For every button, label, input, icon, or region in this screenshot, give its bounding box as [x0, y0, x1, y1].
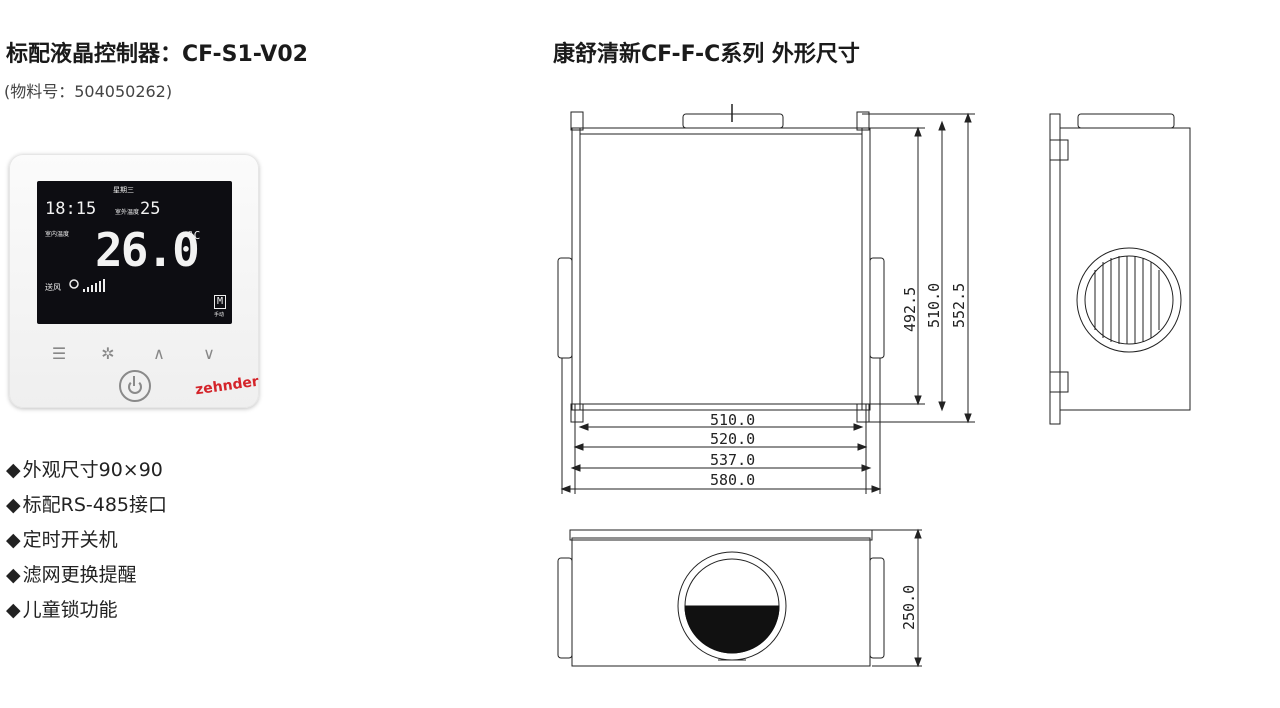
dim-width-520: 520.0	[710, 430, 755, 448]
lcd-screen: 星期三 18:15 室外温度 25 室内温度 26.0 °C 送风 M 手动	[37, 181, 232, 324]
fan-level-icon	[69, 279, 105, 292]
dim-width-580: 580.0	[710, 471, 755, 489]
dimensions-title: 康舒清新CF-F-C系列 外形尺寸	[553, 42, 860, 67]
top-view-drawing	[557, 528, 922, 668]
front-width-dimensions	[560, 423, 882, 493]
feature-item: 定时开关机	[6, 523, 167, 558]
indoor-temp-label: 室内温度	[45, 231, 70, 238]
front-height-dimensions	[862, 112, 975, 424]
dim-depth-250: 250.0	[900, 585, 918, 630]
side-view-drawing	[1049, 113, 1191, 425]
dim-height-552: 552.5	[950, 283, 968, 328]
mode-indicator: M	[214, 295, 227, 309]
controller-title: 标配液晶控制器：CF-S1-V02	[6, 42, 308, 67]
clock-text: 18:15	[45, 199, 97, 219]
fan-label: 送风	[45, 283, 61, 292]
temperature-unit: °C	[187, 229, 201, 242]
feature-item: 滤网更换提醒	[6, 558, 167, 593]
part-number: (物料号：504050262)	[4, 82, 173, 101]
dim-width-510: 510.0	[710, 411, 755, 429]
feature-item: 外观尺寸90×90	[6, 453, 167, 488]
mode-label: 手动	[214, 312, 225, 318]
power-icon[interactable]	[119, 370, 151, 402]
outdoor-temp-value: 25	[140, 199, 161, 219]
controller-device-image: 星期三 18:15 室外温度 25 室内温度 26.0 °C 送风 M 手动 ☰…	[9, 154, 260, 408]
dim-height-492: 492.5	[901, 287, 919, 332]
outdoor-temp-label: 室外温度	[115, 209, 140, 216]
feature-list: 外观尺寸90×90 标配RS-485接口 定时开关机 滤网更换提醒 儿童锁功能	[6, 453, 167, 628]
dim-width-537: 537.0	[710, 451, 755, 469]
weekday-text: 星期三	[113, 186, 134, 194]
up-icon[interactable]: ∧	[153, 344, 165, 363]
dim-height-510: 510.0	[925, 283, 943, 328]
down-icon[interactable]: ∨	[203, 344, 215, 363]
menu-icon[interactable]: ☰	[51, 344, 67, 363]
main-temperature: 26.0	[95, 223, 200, 277]
feature-item: 儿童锁功能	[6, 593, 167, 628]
front-view-drawing	[557, 104, 885, 494]
feature-item: 标配RS-485接口	[6, 488, 167, 523]
fan-icon[interactable]: ✲	[101, 344, 115, 363]
